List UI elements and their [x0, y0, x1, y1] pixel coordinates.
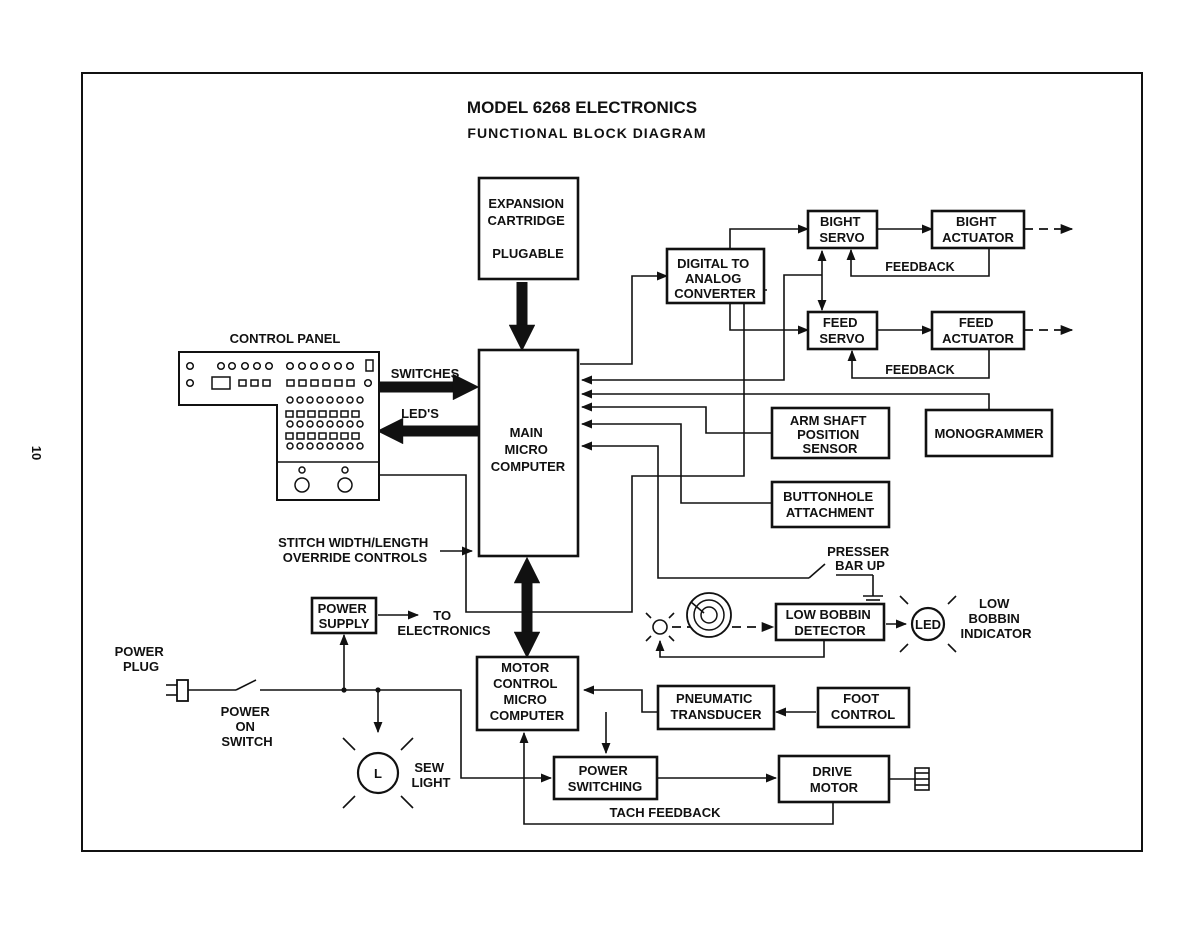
feedback-bight-label: FEEDBACK [885, 260, 954, 274]
svg-text:EXPANSION CARTRIDGE: EXPANSION CARTRIDGE PLUGABLE [488, 196, 569, 261]
svg-text:BIGHT ACTUATOR: BIGHT ACTUATOR [942, 214, 1014, 245]
dac-block: DIGITAL TO ANALOG CONVERTER [665, 247, 766, 305]
tach-feedback-label: TACH FEEDBACK [610, 805, 722, 820]
svg-text:MONOGRAMMER: MONOGRAMMER [934, 426, 1044, 441]
svg-text:POWER PLUG: POWER PLUG [115, 644, 168, 674]
power-switching-block: POWER SWITCHING [552, 755, 659, 801]
bobbin-sensor-lamp-icon [645, 612, 675, 642]
svg-text:BUTTONHOLE ATTACHMENT: BUTTONHOLE ATTACHMENT [783, 489, 877, 520]
svg-text:TO ELECTRONICS: TO ELECTRONICS [397, 608, 491, 638]
monogrammer-block: MONOGRAMMER [924, 408, 1054, 458]
svg-text:POWER ON SWITCH: POWER ON SWITCH [221, 704, 274, 749]
power-supply-block: POWER SUPPLY [310, 596, 378, 635]
svg-text:PRESSER BAR UP: PRESSER BAR UP [827, 544, 893, 573]
page-number: 10 [29, 446, 44, 460]
foot-control-block: FOOT CONTROL [816, 686, 911, 729]
svg-text:PNEUMATIC TRANSDUCER: PNEUMATIC TRANSDUCER [671, 691, 763, 722]
svg-text:FEED SERVO: FEED SERVO [819, 315, 864, 346]
presser-bar-label: PRESSER BAR UP [827, 544, 893, 573]
svg-text:POWER SUPPLY: POWER SUPPLY [318, 601, 371, 631]
svg-text:DIGITAL TO ANALOG: DIGITAL TO ANALOG CONVERTER [674, 256, 756, 301]
motor-pulley-icon [889, 767, 930, 791]
feed-actuator-block: FEED ACTUATOR [930, 310, 1026, 351]
svg-text:FEED ACTUATOR: FEED ACTUATOR [942, 315, 1014, 346]
control-panel-icon [178, 351, 380, 501]
svg-text:ARM SHAFT POSITION: ARM SHAFT POSITION SENSOR [790, 413, 870, 456]
led-lamp-text: LED [915, 617, 941, 632]
svg-text:STITCH WIDTH/LENGTH OVER: STITCH WIDTH/LENGTH OVERRIDE CONTROLS [278, 535, 432, 565]
buttonhole-block: BUTTONHOLE ATTACHMENT [770, 480, 891, 529]
svg-text:FOOT CONTROL: FOOT CONTROL [831, 691, 895, 722]
low-bobbin-led-icon: LED [899, 595, 957, 653]
svg-text:LOW BOBBIN DETECTOR: LOW BOBBIN DETECTOR [786, 607, 875, 638]
power-plug-icon [166, 679, 189, 702]
main-computer-block: MAIN MICRO COMPUTER [477, 348, 580, 558]
sew-light-label: SEW LIGHT [412, 760, 451, 790]
feedback-feed-label: FEEDBACK [885, 363, 954, 377]
control-panel-label: CONTROL PANEL [230, 331, 341, 346]
low-bobbin-detector-block: LOW BOBBIN DETECTOR [774, 602, 886, 642]
arm-shaft-sensor-block: ARM SHAFT POSITION SENSOR [770, 406, 891, 460]
feed-servo-block: FEED SERVO [806, 310, 879, 351]
leds-label: LED'S [401, 406, 439, 421]
bobbin-icon [686, 592, 732, 638]
presser-bar-switch-icon [808, 563, 883, 605]
svg-text:LOW BOBBIN INDICAT: LOW BOBBIN INDICATOR [960, 596, 1032, 641]
sew-lamp-letter: L [374, 766, 382, 781]
bight-servo-block: BIGHT SERVO [806, 209, 879, 250]
svg-text:BIGHT SERVO: BIGHT SERVO [819, 214, 864, 245]
diagram-subtitle: FUNCTIONAL BLOCK DIAGRAM [467, 125, 706, 141]
expansion-cartridge-block: EXPANSION CARTRIDGE PLUGABLE [477, 176, 580, 281]
sew-light-icon: L [342, 737, 414, 809]
bight-actuator-block: BIGHT ACTUATOR [930, 209, 1026, 250]
svg-text:MAIN MICRO COMPUTE: MAIN MICRO COMPUTER [491, 425, 566, 474]
diagram-frame [81, 72, 1143, 852]
power-on-switch-label: POWER ON SWITCH [221, 704, 274, 749]
svg-text:SEW LIGHT: SEW LIGHT [412, 760, 451, 790]
diagram-title: MODEL 6268 ELECTRONICS [467, 98, 697, 117]
switches-label: SWITCHES [391, 366, 460, 381]
svg-text:DRIVE MOTOR: DRIVE MOTOR [810, 764, 859, 795]
svg-text:POWER SWITCHING: POWER SWITCHING [568, 763, 642, 794]
drive-motor-block: DRIVE MOTOR [777, 754, 891, 804]
connections [188, 223, 1074, 825]
svg-text:MOTOR CONTROL MICR: MOTOR CONTROL MICRO COMPUTER [490, 660, 565, 723]
pneumatic-transducer-block: PNEUMATIC TRANSDUCER [656, 684, 776, 731]
motor-control-block: MOTOR CONTROL MICRO COMPUTER [475, 655, 580, 732]
power-plug-label: POWER PLUG [115, 644, 168, 674]
to-electronics-label: TO ELECTRONICS [397, 608, 491, 638]
low-bobbin-indicator-label: LOW BOBBIN INDICATOR [960, 596, 1032, 641]
stitch-override-label: STITCH WIDTH/LENGTH OVERRIDE CONTROLS [278, 535, 432, 565]
